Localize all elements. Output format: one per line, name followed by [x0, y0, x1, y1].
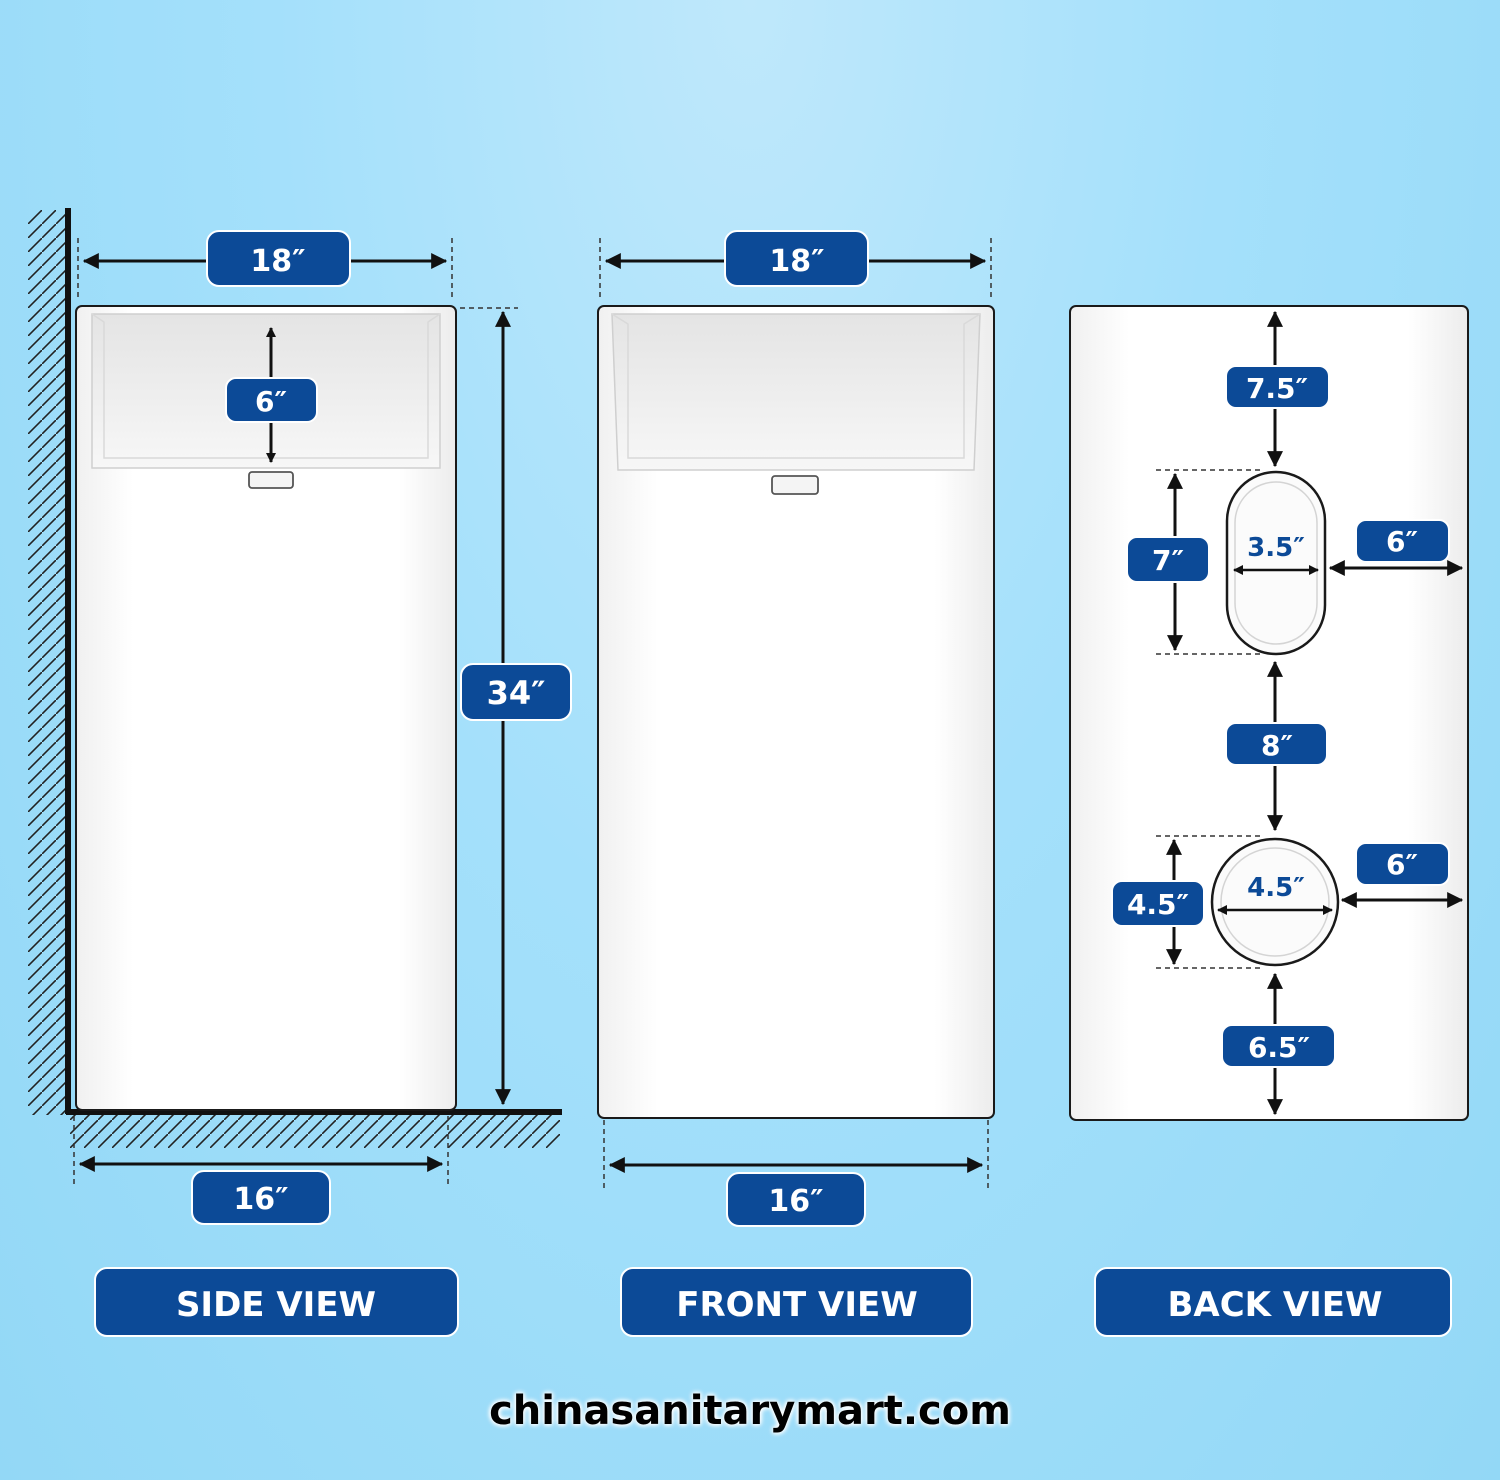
side-view-title: SIDE VIEW [176, 1285, 376, 1325]
front-basin-body [597, 305, 995, 1119]
back-view-title: BACK VIEW [1167, 1285, 1382, 1325]
back-circle-side-label: 6″ [1386, 848, 1418, 881]
back-circle-width-label: 4.5″ [1247, 873, 1305, 903]
side-view: 18″ 6″ 34″ 16″ SIDE VIEW [28, 208, 572, 1337]
front-bowl-bevel [611, 313, 981, 459]
side-bowl-depth-label: 6″ [255, 385, 287, 418]
back-oval-inner [1234, 481, 1318, 645]
back-circle-height-label: 4.5″ [1127, 888, 1189, 921]
front-top-width-badge [724, 230, 869, 287]
back-oval-width-label: 3.5″ [1247, 533, 1305, 563]
floor-hatch [70, 1114, 560, 1148]
back-top-offset-label: 7.5″ [1246, 372, 1308, 405]
side-basin-body [75, 305, 457, 1111]
side-bowl-depth-badge [225, 377, 318, 423]
front-basin-bowl [611, 313, 981, 471]
side-height-badge [460, 663, 572, 721]
back-circle-inner [1220, 847, 1330, 957]
front-bottom-width-badge [726, 1172, 866, 1227]
back-circle-hole [1210, 837, 1340, 967]
back-bottom-offset-badge [1221, 1024, 1336, 1068]
back-oval-height-label: 7″ [1152, 544, 1184, 577]
back-oval-side-label: 6″ [1386, 525, 1418, 558]
front-drain-slot [771, 475, 819, 495]
back-oval-side-badge [1355, 519, 1450, 563]
back-circle-height-badge [1111, 880, 1205, 927]
back-gap-label: 8″ [1261, 729, 1293, 762]
back-view: 7.5″ 7″ 3.5″ 6″ 8″ 4.5″ 4.5″ [1069, 305, 1469, 1337]
back-view-title-badge [1094, 1267, 1452, 1337]
back-gap-badge [1225, 722, 1328, 766]
front-view: 18″ 16″ FRONT VIEW [597, 230, 995, 1337]
side-height-label: 34″ [487, 674, 546, 712]
website-url: chinasanitarymart.com [489, 1388, 1011, 1434]
side-bottom-width-label: 16″ [233, 1182, 288, 1217]
front-top-width-label: 18″ [769, 244, 824, 279]
side-bottom-width-badge [191, 1170, 331, 1225]
back-panel [1069, 305, 1469, 1121]
side-view-title-badge [94, 1267, 459, 1337]
wall-hatch [28, 210, 66, 1115]
front-view-title-badge [620, 1267, 973, 1337]
back-oval-hole [1225, 470, 1327, 656]
back-bottom-offset-label: 6.5″ [1248, 1031, 1310, 1064]
back-oval-height-badge [1126, 536, 1210, 583]
front-view-title: FRONT VIEW [676, 1285, 918, 1325]
side-top-width-badge [206, 230, 351, 287]
back-top-offset-badge [1225, 365, 1330, 409]
side-top-width-label: 18″ [250, 244, 305, 279]
side-drain-slot [248, 471, 294, 489]
back-circle-side-badge [1355, 842, 1450, 886]
front-bottom-width-label: 16″ [768, 1184, 823, 1219]
